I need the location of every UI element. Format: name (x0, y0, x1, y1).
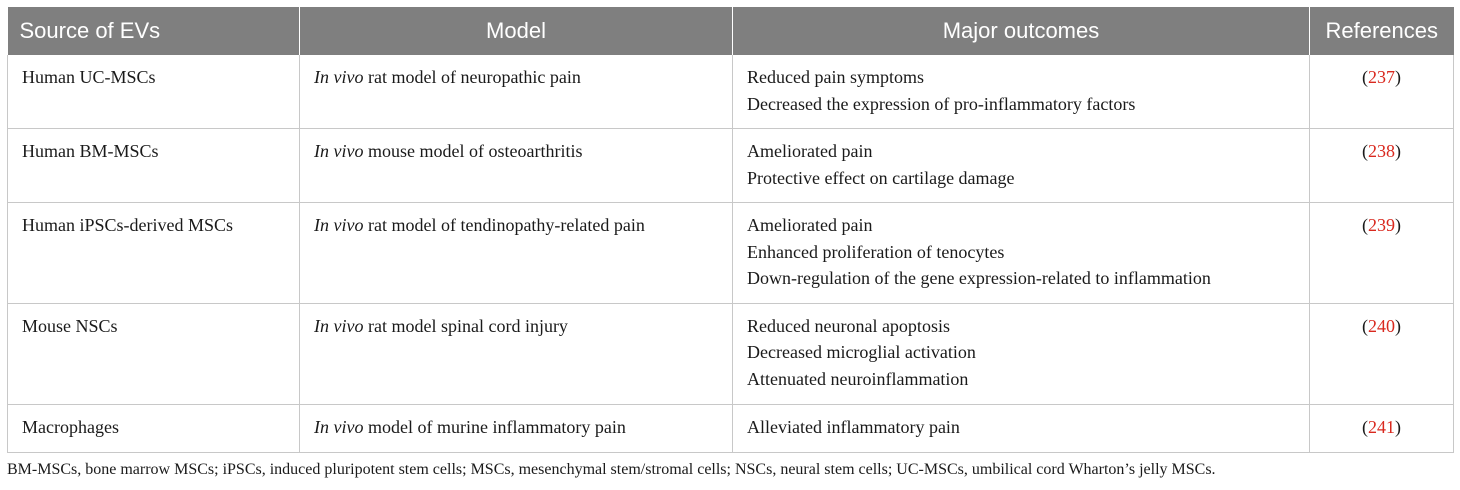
cell-model: In vivo mouse model of osteoarthritis (299, 128, 733, 203)
outcome-item: Protective effect on cartilage damage (747, 167, 1015, 188)
model-in-vivo: In vivo (314, 67, 364, 87)
cell-source: Human BM-MSCs (7, 128, 300, 203)
cell-reference: (240) (1309, 303, 1454, 405)
outcome-item: Reduced pain symptoms (747, 67, 924, 87)
reference-link[interactable]: 238 (1368, 141, 1395, 161)
outcome-item: Reduced neuronal apoptosis (747, 315, 950, 336)
cell-outcomes: Alleviated inflammatory pain (732, 404, 1310, 453)
cell-reference: (237) (1309, 55, 1454, 129)
cell-model: In vivo rat model spinal cord injury (299, 303, 733, 405)
table-header: Source of EVs Model Major outcomes Refer… (7, 7, 1454, 55)
cell-outcomes: Ameliorated pain Enhanced proliferation … (732, 202, 1310, 304)
cell-outcomes: Ameliorated pain Protective effect on ca… (732, 128, 1310, 203)
table-row: Macrophages In vivo model of murine infl… (7, 404, 1454, 453)
outcome-item: Ameliorated pain (747, 215, 873, 235)
cell-reference: (239) (1309, 202, 1454, 304)
cell-source: Mouse NSCs (7, 303, 300, 405)
outcome-item: Ameliorated pain (747, 141, 873, 161)
header-major-outcomes: Major outcomes (732, 7, 1310, 55)
model-description: rat model of neuropathic pain (363, 67, 581, 87)
cell-outcomes: Reduced pain symptoms Decreased the expr… (732, 55, 1310, 129)
evs-table-container: Source of EVs Model Major outcomes Refer… (7, 7, 1454, 453)
model-description: rat model of tendinopathy-related pain (363, 215, 645, 235)
table-row: Human iPSCs-derived MSCs In vivo rat mod… (7, 202, 1454, 304)
table-footnote: BM-MSCs, bone marrow MSCs; iPSCs, induce… (7, 461, 1216, 478)
header-source-of-evs: Source of EVs (7, 7, 300, 55)
reference-link[interactable]: 237 (1368, 67, 1395, 87)
model-in-vivo: In vivo (314, 141, 364, 161)
model-description: rat model spinal cord injury (363, 315, 568, 336)
table-body: Human UC-MSCs In vivo rat model of neuro… (7, 55, 1454, 453)
cell-source: Human UC-MSCs (7, 55, 300, 129)
outcome-item: Down-regulation of the gene expression-r… (747, 268, 1211, 288)
cell-model: In vivo model of murine inflammatory pai… (299, 404, 733, 453)
outcome-item: Alleviated inflammatory pain (747, 416, 960, 437)
table-row: Mouse NSCs In vivo rat model spinal cord… (7, 303, 1454, 405)
cell-model: In vivo rat model of neuropathic pain (299, 55, 733, 129)
outcome-item: Enhanced proliferation of tenocytes (747, 241, 1005, 262)
cell-source: Human iPSCs-derived MSCs (7, 202, 300, 304)
cell-model: In vivo rat model of tendinopathy-relate… (299, 202, 733, 304)
model-in-vivo: In vivo (314, 215, 364, 235)
table-row: Human UC-MSCs In vivo rat model of neuro… (7, 55, 1454, 129)
cell-reference: (238) (1309, 128, 1454, 203)
table-row: Human BM-MSCs In vivo mouse model of ost… (7, 128, 1454, 203)
header-model: Model (299, 7, 733, 55)
cell-reference: (241) (1309, 404, 1454, 453)
model-description: mouse model of osteoarthritis (363, 141, 583, 161)
reference-link[interactable]: 240 (1368, 315, 1395, 336)
model-in-vivo: In vivo (314, 315, 364, 336)
reference-link[interactable]: 239 (1368, 215, 1395, 235)
header-references: References (1309, 7, 1454, 55)
cell-source: Macrophages (7, 404, 300, 453)
outcome-item: Decreased the expression of pro-inflamma… (747, 93, 1136, 114)
outcome-item: Decreased microglial activation (747, 342, 976, 362)
model-in-vivo: In vivo (314, 416, 364, 437)
outcome-item: Attenuated neuroinflammation (747, 368, 969, 389)
evs-table: Source of EVs Model Major outcomes Refer… (7, 7, 1454, 453)
header-row: Source of EVs Model Major outcomes Refer… (7, 7, 1454, 55)
model-description: model of murine inflammatory pain (363, 416, 626, 437)
reference-link[interactable]: 241 (1368, 416, 1395, 437)
cell-outcomes: Reduced neuronal apoptosis Decreased mic… (732, 303, 1310, 405)
